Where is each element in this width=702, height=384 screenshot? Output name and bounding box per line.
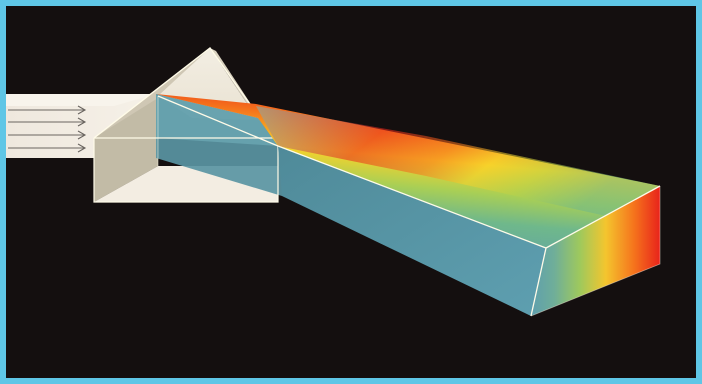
illustration-canvas xyxy=(6,6,696,378)
prism-dispersion-illustration xyxy=(6,6,696,378)
dispersed-spectrum-beam xyxy=(156,94,660,316)
prism xyxy=(94,48,282,202)
